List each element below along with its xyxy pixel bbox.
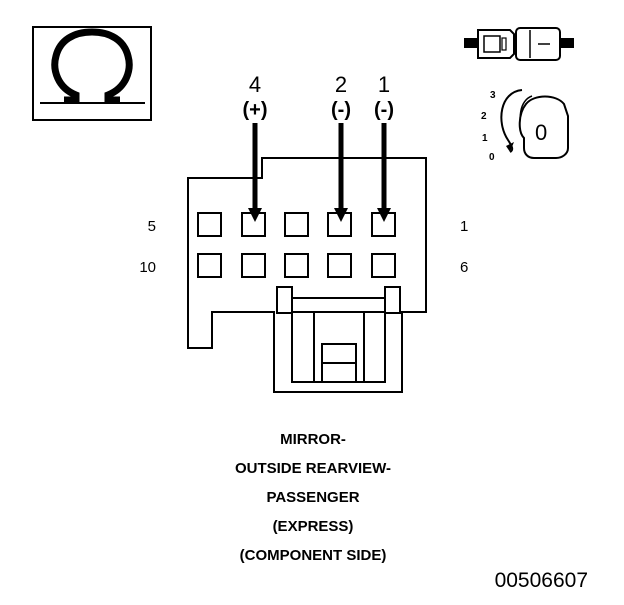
cavity-10 [197, 253, 222, 278]
cavity-7 [327, 253, 352, 278]
caption: MIRROR- OUTSIDE REARVIEW- PASSENGER (EXP… [235, 431, 391, 564]
terminal-arrow-4 [248, 123, 262, 222]
cavity-3 [284, 212, 309, 237]
caption-line-1: MIRROR- [280, 431, 346, 448]
cavity-5 [197, 212, 222, 237]
caption-line-4: (EXPRESS) [273, 518, 354, 535]
caption-line-2: OUTSIDE REARVIEW- [235, 460, 391, 477]
ignition-key-icon: 3 2 1 0 0 [481, 89, 569, 163]
row-label-10: 10 [139, 259, 156, 276]
key-label: 0 [535, 120, 547, 145]
terminal-pin-1: 1 [378, 72, 390, 97]
figure-number: 00506607 [495, 569, 588, 592]
cavity-row-top [197, 212, 396, 237]
terminal-polarity-1: (-) [374, 99, 394, 121]
cavity-8 [284, 253, 309, 278]
terminal-polarity-4: (+) [243, 99, 268, 121]
key-position-0: 0 [489, 152, 495, 163]
caption-line-5: (COMPONENT SIDE) [240, 547, 387, 564]
connector-icon [464, 27, 574, 61]
row-label-1: 1 [460, 218, 468, 235]
cavity-row-bottom [197, 253, 396, 278]
cavity-9 [241, 253, 266, 278]
key-position-1: 1 [482, 133, 488, 144]
key-position-2: 2 [481, 111, 487, 122]
row-label-6: 6 [460, 259, 468, 276]
ohm-symbol-icon [32, 26, 152, 121]
cavity-6 [371, 253, 396, 278]
terminal-arrow-1 [377, 123, 391, 222]
caption-line-3: PASSENGER [266, 489, 359, 506]
terminal-pin-2: 2 [335, 72, 347, 97]
key-position-3: 3 [490, 90, 496, 101]
connector-body [187, 157, 427, 393]
terminal-pin-4: 4 [249, 72, 261, 97]
terminal-arrow-2 [334, 123, 348, 222]
row-label-5: 5 [148, 218, 156, 235]
terminal-polarity-2: (-) [331, 99, 351, 121]
